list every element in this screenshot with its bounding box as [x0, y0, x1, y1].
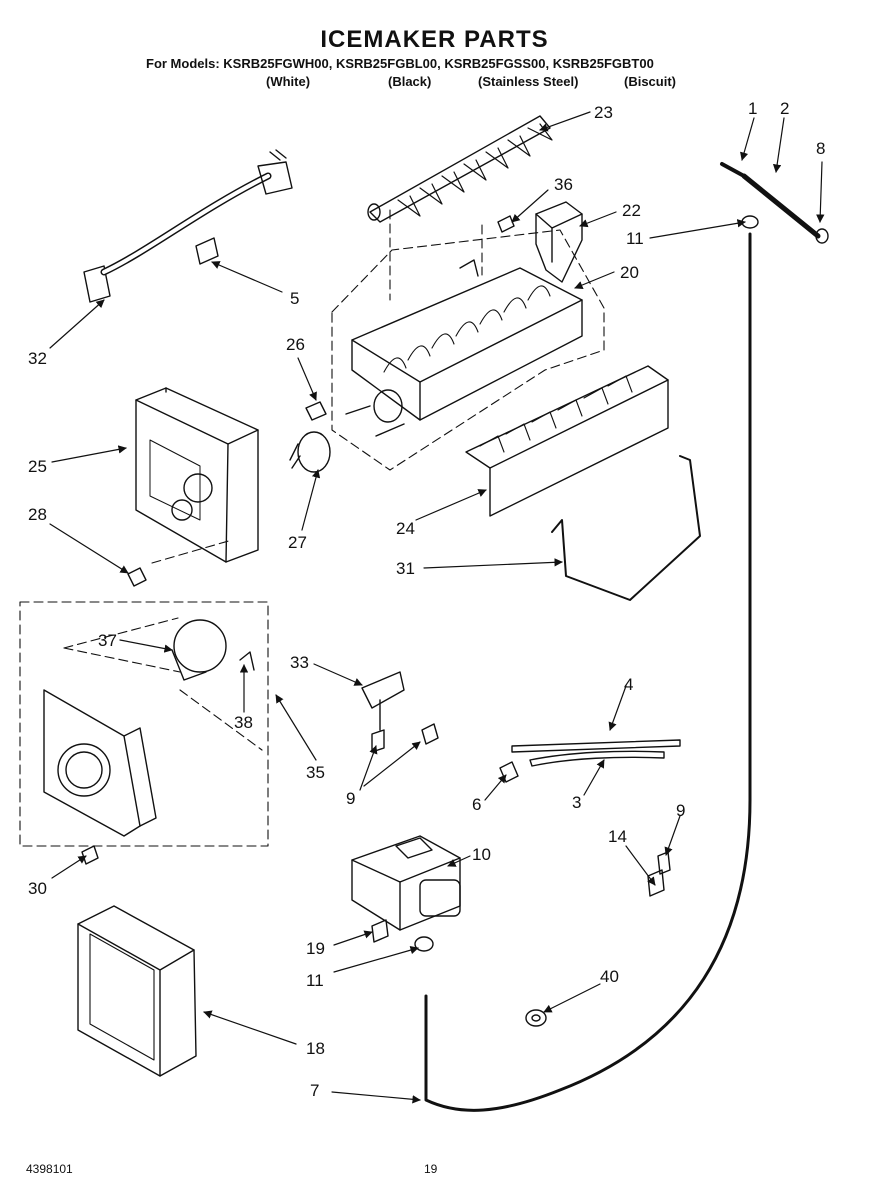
part-2-fitting — [741, 173, 821, 239]
part-1-screw — [720, 162, 746, 178]
part-4-tube — [511, 739, 681, 753]
part-32-harness — [83, 149, 293, 303]
part-10-valve — [351, 835, 461, 931]
callout-30: 30 — [28, 879, 47, 898]
part-37-motor — [171, 619, 227, 681]
callout-35: 35 — [306, 763, 325, 782]
callout-1: 1 — [748, 99, 758, 118]
callout-20: 20 — [620, 263, 639, 282]
callout-4: 4 — [624, 675, 634, 694]
callout-7: 7 — [310, 1081, 320, 1100]
callout-23: 23 — [594, 103, 613, 122]
callout-40: 40 — [600, 967, 619, 986]
callout-36: 36 — [554, 175, 573, 194]
page-number: 19 — [424, 1162, 438, 1176]
models-line: For Models: KSRB25FGWH00, KSRB25FGBL00, … — [146, 56, 654, 71]
part-25-housing — [135, 387, 259, 563]
part-38-screw — [239, 651, 255, 671]
callout-24: 24 — [396, 519, 415, 538]
callout-11-upper: 11 — [626, 229, 644, 248]
variant-white: (White) — [266, 74, 311, 89]
callout-5: 5 — [290, 289, 300, 308]
part-40-grommet — [525, 1009, 547, 1027]
part-11-nut-lower — [414, 936, 434, 952]
part-28-screw — [127, 567, 147, 587]
part-24-stripper — [465, 365, 669, 517]
callout-22: 22 — [622, 201, 641, 220]
callout-28: 28 — [28, 505, 47, 524]
callout-32: 32 — [28, 349, 47, 368]
leader-lines — [49, 111, 825, 1104]
part-27-thermostat — [289, 431, 331, 473]
callout-14: 14 — [608, 827, 627, 846]
part-22-bracket — [535, 201, 583, 283]
callout-9-right: 9 — [676, 801, 686, 820]
part-9-screws — [371, 723, 671, 875]
variant-biscuit: (Biscuit) — [624, 74, 676, 89]
dashed-guides — [19, 209, 605, 847]
callout-9-left: 9 — [346, 789, 356, 808]
doc-number: 4398101 — [26, 1162, 73, 1176]
part-7-water-line — [424, 232, 752, 1112]
part-31-arm — [551, 455, 701, 601]
callout-31: 31 — [396, 559, 415, 578]
callout-2: 2 — [780, 99, 790, 118]
part-6-nut — [499, 761, 519, 783]
callout-38: 38 — [234, 713, 253, 732]
callout-27: 27 — [288, 533, 307, 552]
callout-18: 18 — [306, 1039, 325, 1058]
part-30-screw — [81, 845, 99, 865]
callout-19: 19 — [306, 939, 325, 958]
callout-11-lower: 11 — [306, 971, 324, 990]
part-8-washer — [815, 228, 829, 244]
part-35-module — [43, 689, 157, 837]
callout-25: 25 — [28, 457, 47, 476]
callout-26: 26 — [286, 335, 305, 354]
variant-stainless: (Stainless Steel) — [478, 74, 579, 89]
part-14-clamp — [647, 869, 665, 897]
part-20-mold — [345, 259, 583, 437]
part-33-bracket — [361, 671, 405, 731]
part-19-screw — [371, 919, 389, 943]
part-23-ejector — [367, 115, 553, 223]
callout-37: 37 — [98, 631, 117, 650]
callout-33: 33 — [290, 653, 309, 672]
part-3-tube — [529, 750, 665, 767]
part-11-nut-upper — [741, 215, 759, 229]
part-36-screw — [497, 215, 515, 233]
page-title: ICEMAKER PARTS — [320, 26, 549, 53]
callout-10: 10 — [472, 845, 491, 864]
callout-6: 6 — [472, 795, 482, 814]
part-26-clip — [305, 401, 327, 421]
variant-black: (Black) — [388, 74, 432, 89]
callout-8: 8 — [816, 139, 826, 158]
callout-3: 3 — [572, 793, 582, 812]
part-18-cover — [77, 905, 197, 1077]
